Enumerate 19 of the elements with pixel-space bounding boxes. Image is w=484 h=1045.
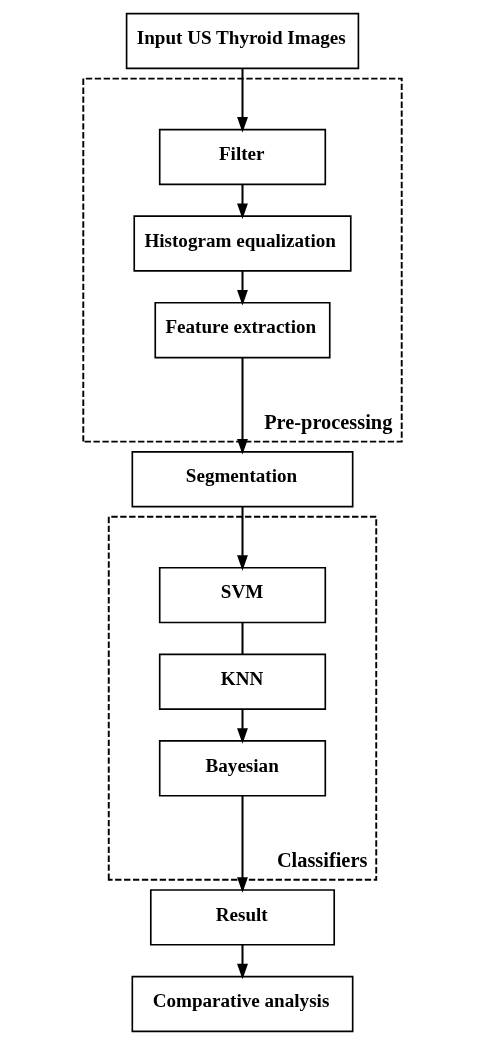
arrow [236,184,248,219]
arrow [236,709,248,744]
node-box: Segmentation [131,451,353,508]
node-box: KNN [158,653,326,710]
connector [241,622,243,654]
node-box: SVM [158,566,326,624]
node-box: Histogram equalization [132,215,352,272]
node-box: Bayesian [158,740,326,797]
arrow [236,270,248,306]
arrow [236,795,248,893]
node-box: Filter [158,128,326,186]
node-box: Input US Thyroid Images [125,12,359,70]
node-box: Result [149,889,335,946]
node-box: Comparative analysis [131,975,353,1033]
arrow [236,357,248,455]
node-box: Feature extraction [153,301,331,359]
arrow [236,506,248,571]
arrow [236,68,248,133]
arrow [236,944,248,980]
